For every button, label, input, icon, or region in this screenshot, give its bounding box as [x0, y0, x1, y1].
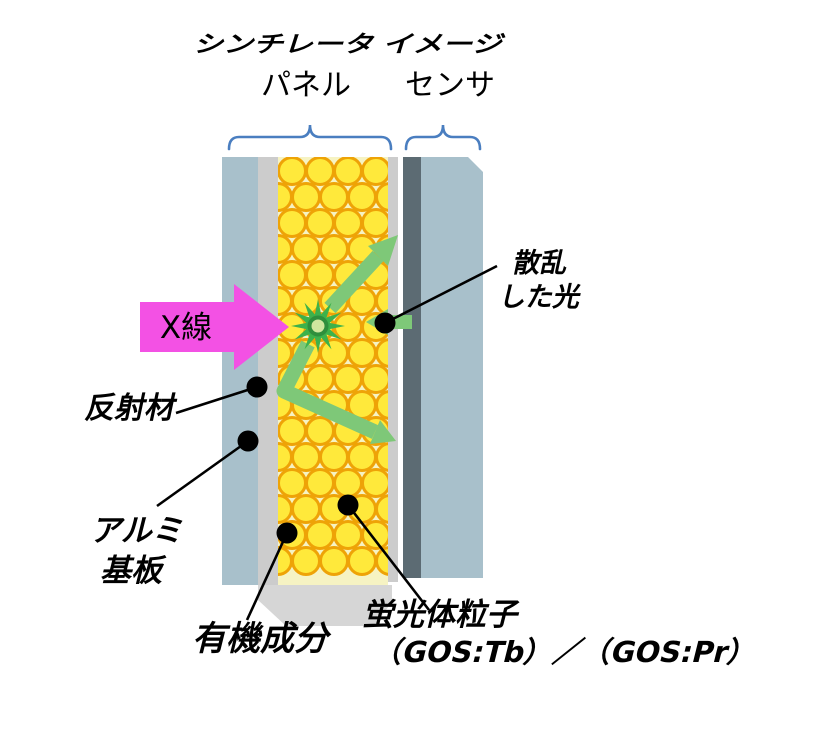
- phosphor-particle: [291, 286, 321, 316]
- phosphor-particle: [278, 260, 307, 290]
- phosphor-particle: [347, 182, 377, 212]
- phosphor-particle: [333, 364, 363, 394]
- phosphor-particle: [319, 442, 349, 472]
- xray-label: X線: [160, 310, 212, 346]
- phosphor-particle: [361, 157, 388, 186]
- phosphor-particle: [375, 286, 388, 316]
- scattered-light-label-line2: した光: [497, 282, 584, 313]
- phosphor-particle: [305, 468, 335, 498]
- phosphor-particle: [375, 494, 388, 524]
- phosphor-particle: [347, 338, 377, 368]
- headers: シンチレータ イメージ パネル センサ: [191, 32, 508, 103]
- phosphor-particle: [361, 468, 388, 498]
- protective-layer: [388, 157, 398, 582]
- sensor-title-line2: センサ: [405, 68, 495, 103]
- substrate-layer: [222, 157, 258, 585]
- pointer-dot-scattered-light: [374, 312, 396, 334]
- panel-base: [258, 585, 392, 626]
- phosphor-particle: [333, 157, 363, 186]
- callout-pointers: [156, 264, 498, 621]
- phosphor-particle: [319, 234, 349, 264]
- phosphor-particle: [319, 546, 349, 576]
- phosphor-particle: [333, 208, 363, 238]
- phosphor-particle: [305, 364, 335, 394]
- phosphor-particle: [291, 182, 321, 212]
- phosphor-particle: [375, 390, 388, 420]
- phosphor-label-line1: 蛍光体粒子: [360, 597, 524, 632]
- sensor-layers: [403, 157, 483, 578]
- pointer-dot-binder: [276, 522, 298, 544]
- phosphor-particle: [305, 157, 335, 186]
- phosphor-particle: [305, 416, 335, 446]
- panel-title-line2: パネル: [261, 68, 351, 103]
- panel-brace: [227, 124, 393, 151]
- phosphor-particle: [278, 208, 307, 238]
- pointer-dot-substrate: [237, 430, 259, 452]
- phosphor-particle: [291, 546, 321, 576]
- reflected-light-arrow: [276, 340, 396, 444]
- scintillation-star-icon: [291, 299, 345, 353]
- phosphor-particle: [361, 208, 388, 238]
- group-braces: [227, 124, 482, 151]
- phosphor-particle: [305, 260, 335, 290]
- phosphor-particle: [333, 468, 363, 498]
- phosphor-particle: [333, 520, 363, 550]
- phosphor-particle: [278, 468, 307, 498]
- phosphor-particle: [291, 234, 321, 264]
- phosphor-label-line2: （GOS:Tb）／（GOS:Pr）: [370, 635, 761, 668]
- phosphor-particle: [291, 494, 321, 524]
- phosphor-particle: [361, 520, 388, 550]
- sensor-title-line1: イメージ: [380, 32, 508, 58]
- phosphor-particle: [347, 546, 377, 576]
- xray-arrow: X線: [140, 284, 289, 370]
- emitted-light-arrow-up: [324, 235, 398, 314]
- sensor-photosensitive-strip: [403, 157, 421, 578]
- phosphor-particle: [347, 442, 377, 472]
- phosphor-particle: [361, 364, 388, 394]
- scattered-light-label-line1: 散乱: [511, 248, 572, 279]
- reflector-label: 反射材: [82, 391, 179, 426]
- sensor-body: [421, 157, 483, 578]
- phosphor-particle: [305, 520, 335, 550]
- reflector-layer: [258, 157, 278, 600]
- phosphor-particle: [375, 442, 388, 472]
- phosphor-particle: [278, 416, 307, 446]
- pointer-dot-phosphor: [337, 494, 359, 516]
- phosphor-particle: [291, 442, 321, 472]
- phosphor-particle: [319, 182, 349, 212]
- phosphor-particle: [375, 338, 388, 368]
- panel-title-line1: シンチレータ: [191, 32, 379, 58]
- substrate-label-line2: 基板: [98, 553, 169, 588]
- binder-label: 有機成分: [190, 619, 336, 658]
- phosphor-particles: [278, 157, 388, 576]
- callout-labels: 散乱 した光 反射材 アルミ 基板 有機成分 蛍光体粒子 （GOS:Tb）／（G…: [82, 248, 761, 669]
- phosphor-particle: [278, 157, 307, 186]
- phosphor-particle: [319, 338, 349, 368]
- sensor-brace: [404, 124, 482, 151]
- substrate-label-line1: アルミ: [88, 513, 190, 548]
- phosphor-particle: [375, 182, 388, 212]
- pointer-dot-reflector: [246, 376, 268, 398]
- phosphor-particle: [305, 208, 335, 238]
